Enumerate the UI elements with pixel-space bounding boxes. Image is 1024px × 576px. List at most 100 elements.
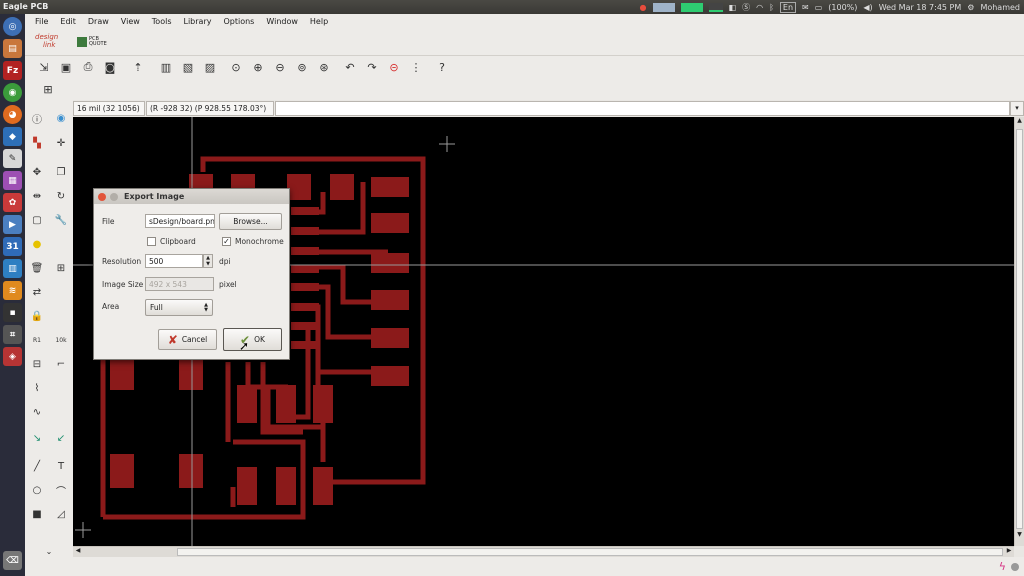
board-icon[interactable]: ▥ xyxy=(160,60,172,74)
rect-icon[interactable]: ■ xyxy=(32,508,42,520)
mem-graph-icon[interactable] xyxy=(708,3,723,12)
vscroll-up-arrow[interactable]: ▲ xyxy=(1017,117,1022,124)
network-graph-icon[interactable] xyxy=(652,3,675,12)
circle-icon[interactable]: ○ xyxy=(32,484,42,496)
resolution-spinner[interactable]: ▲▼ xyxy=(203,254,213,268)
rotate-icon[interactable]: ↻ xyxy=(56,190,66,202)
miter-icon[interactable]: ⌐ xyxy=(56,358,66,370)
file-input[interactable]: sDesign/board.png xyxy=(145,214,215,228)
dialog-close-icon[interactable] xyxy=(98,192,106,201)
command-history-dropdown[interactable]: ▾ xyxy=(1010,101,1024,116)
stop-icon[interactable]: ⊝ xyxy=(389,60,399,74)
hscroll-thumb[interactable] xyxy=(177,548,1003,556)
move-icon[interactable]: ✥ xyxy=(32,166,42,178)
calendar-icon[interactable]: 31 xyxy=(3,237,22,256)
presentation-icon[interactable]: ▦ xyxy=(3,171,22,190)
monochrome-checkbox[interactable]: ✓ xyxy=(222,237,231,246)
hscroll-right-arrow[interactable]: ▶ xyxy=(1006,547,1012,554)
dropbox-icon[interactable]: ◧ xyxy=(728,3,737,12)
pcb-quote-button[interactable]: PCB QUOTE xyxy=(77,34,107,50)
dialog-minimize-icon[interactable] xyxy=(110,192,118,201)
volume-icon[interactable]: ◀) xyxy=(863,3,873,12)
ripup-icon[interactable]: ↙ xyxy=(56,432,66,444)
schematic-icon[interactable]: ▧ xyxy=(182,60,194,74)
ubuntu-home-icon[interactable]: ◎ xyxy=(3,17,22,36)
menu-tools[interactable]: Tools xyxy=(151,16,172,26)
zoom-fit-icon[interactable]: ⊙ xyxy=(231,60,241,74)
keyboard-lang-badge[interactable]: En xyxy=(779,2,797,13)
upload-icon[interactable]: ⇡ xyxy=(133,60,143,74)
undo-icon[interactable]: ↶ xyxy=(345,60,355,74)
zoom-out-icon[interactable]: ⊖ xyxy=(275,60,285,74)
zoom-redraw-icon[interactable]: ⊚ xyxy=(297,60,307,74)
filezilla-icon[interactable]: Fz xyxy=(3,61,22,80)
popcorn-icon[interactable]: ✿ xyxy=(3,193,22,212)
stop-flash-icon[interactable]: ϟ xyxy=(998,560,1006,573)
mark-icon[interactable]: ✛ xyxy=(56,137,66,149)
command-line-input[interactable] xyxy=(275,101,1010,116)
menu-edit[interactable]: Edit xyxy=(60,16,76,26)
browse-button[interactable]: Browse... xyxy=(219,213,282,230)
show-eye-icon[interactable]: ◉ xyxy=(56,112,66,124)
files-icon[interactable]: ▤ xyxy=(3,39,22,58)
text-icon[interactable]: T xyxy=(57,460,65,472)
firefox-icon[interactable]: ◕ xyxy=(3,105,22,124)
hscroll-left-arrow[interactable]: ◀ xyxy=(75,547,81,554)
more-tools-icon[interactable]: ⌄ xyxy=(45,546,53,556)
menu-draw[interactable]: Draw xyxy=(87,16,109,26)
go-icon[interactable]: ⋮ xyxy=(410,60,422,74)
menu-window[interactable]: Window xyxy=(266,16,298,26)
polygon-icon[interactable]: ◿ xyxy=(57,508,65,520)
value-icon[interactable]: 10k xyxy=(55,336,67,344)
route-icon[interactable]: ↘ xyxy=(32,432,42,444)
split-icon[interactable]: ⌇ xyxy=(34,382,40,394)
arc-icon[interactable]: ⌒ xyxy=(56,486,66,498)
delete-icon[interactable]: 🗑 xyxy=(30,262,44,274)
chrome-icon[interactable]: ◉ xyxy=(3,83,22,102)
grid-icon[interactable]: ⊞ xyxy=(43,82,53,96)
horizontal-scrollbar[interactable]: ◀ ▶ xyxy=(73,546,1014,557)
bluetooth-icon[interactable]: ᛒ xyxy=(769,3,774,12)
change-icon[interactable]: 🔧 xyxy=(54,214,68,226)
cpu-graph-icon[interactable] xyxy=(680,3,703,12)
name-icon[interactable]: R1 xyxy=(33,336,41,344)
red-app-icon[interactable]: ◈ xyxy=(3,347,22,366)
mirror-icon[interactable]: ⇹ xyxy=(32,190,42,202)
print-icon[interactable]: ⎙ xyxy=(83,60,93,73)
vertical-scrollbar[interactable]: ▲ ▼ xyxy=(1014,117,1024,546)
menu-library[interactable]: Library xyxy=(183,16,212,26)
info-icon[interactable]: ⓘ xyxy=(32,114,42,126)
group-icon[interactable]: ▢ xyxy=(32,214,42,226)
add-icon[interactable]: ⊞ xyxy=(56,262,66,274)
wifi-icon[interactable]: ◠ xyxy=(756,3,764,12)
clock[interactable]: Wed Mar 18 7:45 PM xyxy=(878,3,962,12)
board-switch-icon[interactable]: ▨ xyxy=(204,60,216,74)
ok-button[interactable]: ✔ OK xyxy=(223,328,282,351)
optimize-icon[interactable]: ∿ xyxy=(32,406,42,418)
menu-help[interactable]: Help xyxy=(309,16,329,26)
open-icon[interactable]: ⇲ xyxy=(39,60,49,74)
lock-icon[interactable]: 🔒 xyxy=(30,310,44,322)
eagle-app-icon[interactable]: ⌗ xyxy=(3,325,22,344)
battery-icon[interactable]: ▭ xyxy=(814,3,823,12)
app-icon-blue[interactable]: ◆ xyxy=(3,127,22,146)
help-icon[interactable]: ? xyxy=(439,60,445,74)
stack-app-icon[interactable]: ≋ xyxy=(3,281,22,300)
clipboard-checkbox[interactable] xyxy=(147,237,156,246)
redo-icon[interactable]: ↷ xyxy=(367,60,377,74)
vscroll-down-arrow[interactable]: ▼ xyxy=(1017,531,1022,538)
replace-icon[interactable]: ⇄ xyxy=(32,286,42,298)
media-icon[interactable]: ▶ xyxy=(3,215,22,234)
copy-icon[interactable]: ❐ xyxy=(56,166,66,178)
menu-view[interactable]: View xyxy=(120,16,140,26)
smash-icon[interactable]: ⊟ xyxy=(32,358,42,370)
wire-icon[interactable]: ╱ xyxy=(33,460,41,472)
menu-file[interactable]: File xyxy=(35,16,49,26)
user-name[interactable]: Mohamed xyxy=(980,3,1020,12)
mail-icon[interactable]: ✉ xyxy=(802,3,809,12)
cancel-button[interactable]: ✘ Cancel xyxy=(158,329,217,350)
zoom-in-icon[interactable]: ⊕ xyxy=(253,60,263,74)
designlink-logo[interactable]: design link xyxy=(35,33,69,51)
chart-app-icon[interactable]: ▥ xyxy=(3,259,22,278)
terminal-icon[interactable]: ▪ xyxy=(3,303,22,322)
